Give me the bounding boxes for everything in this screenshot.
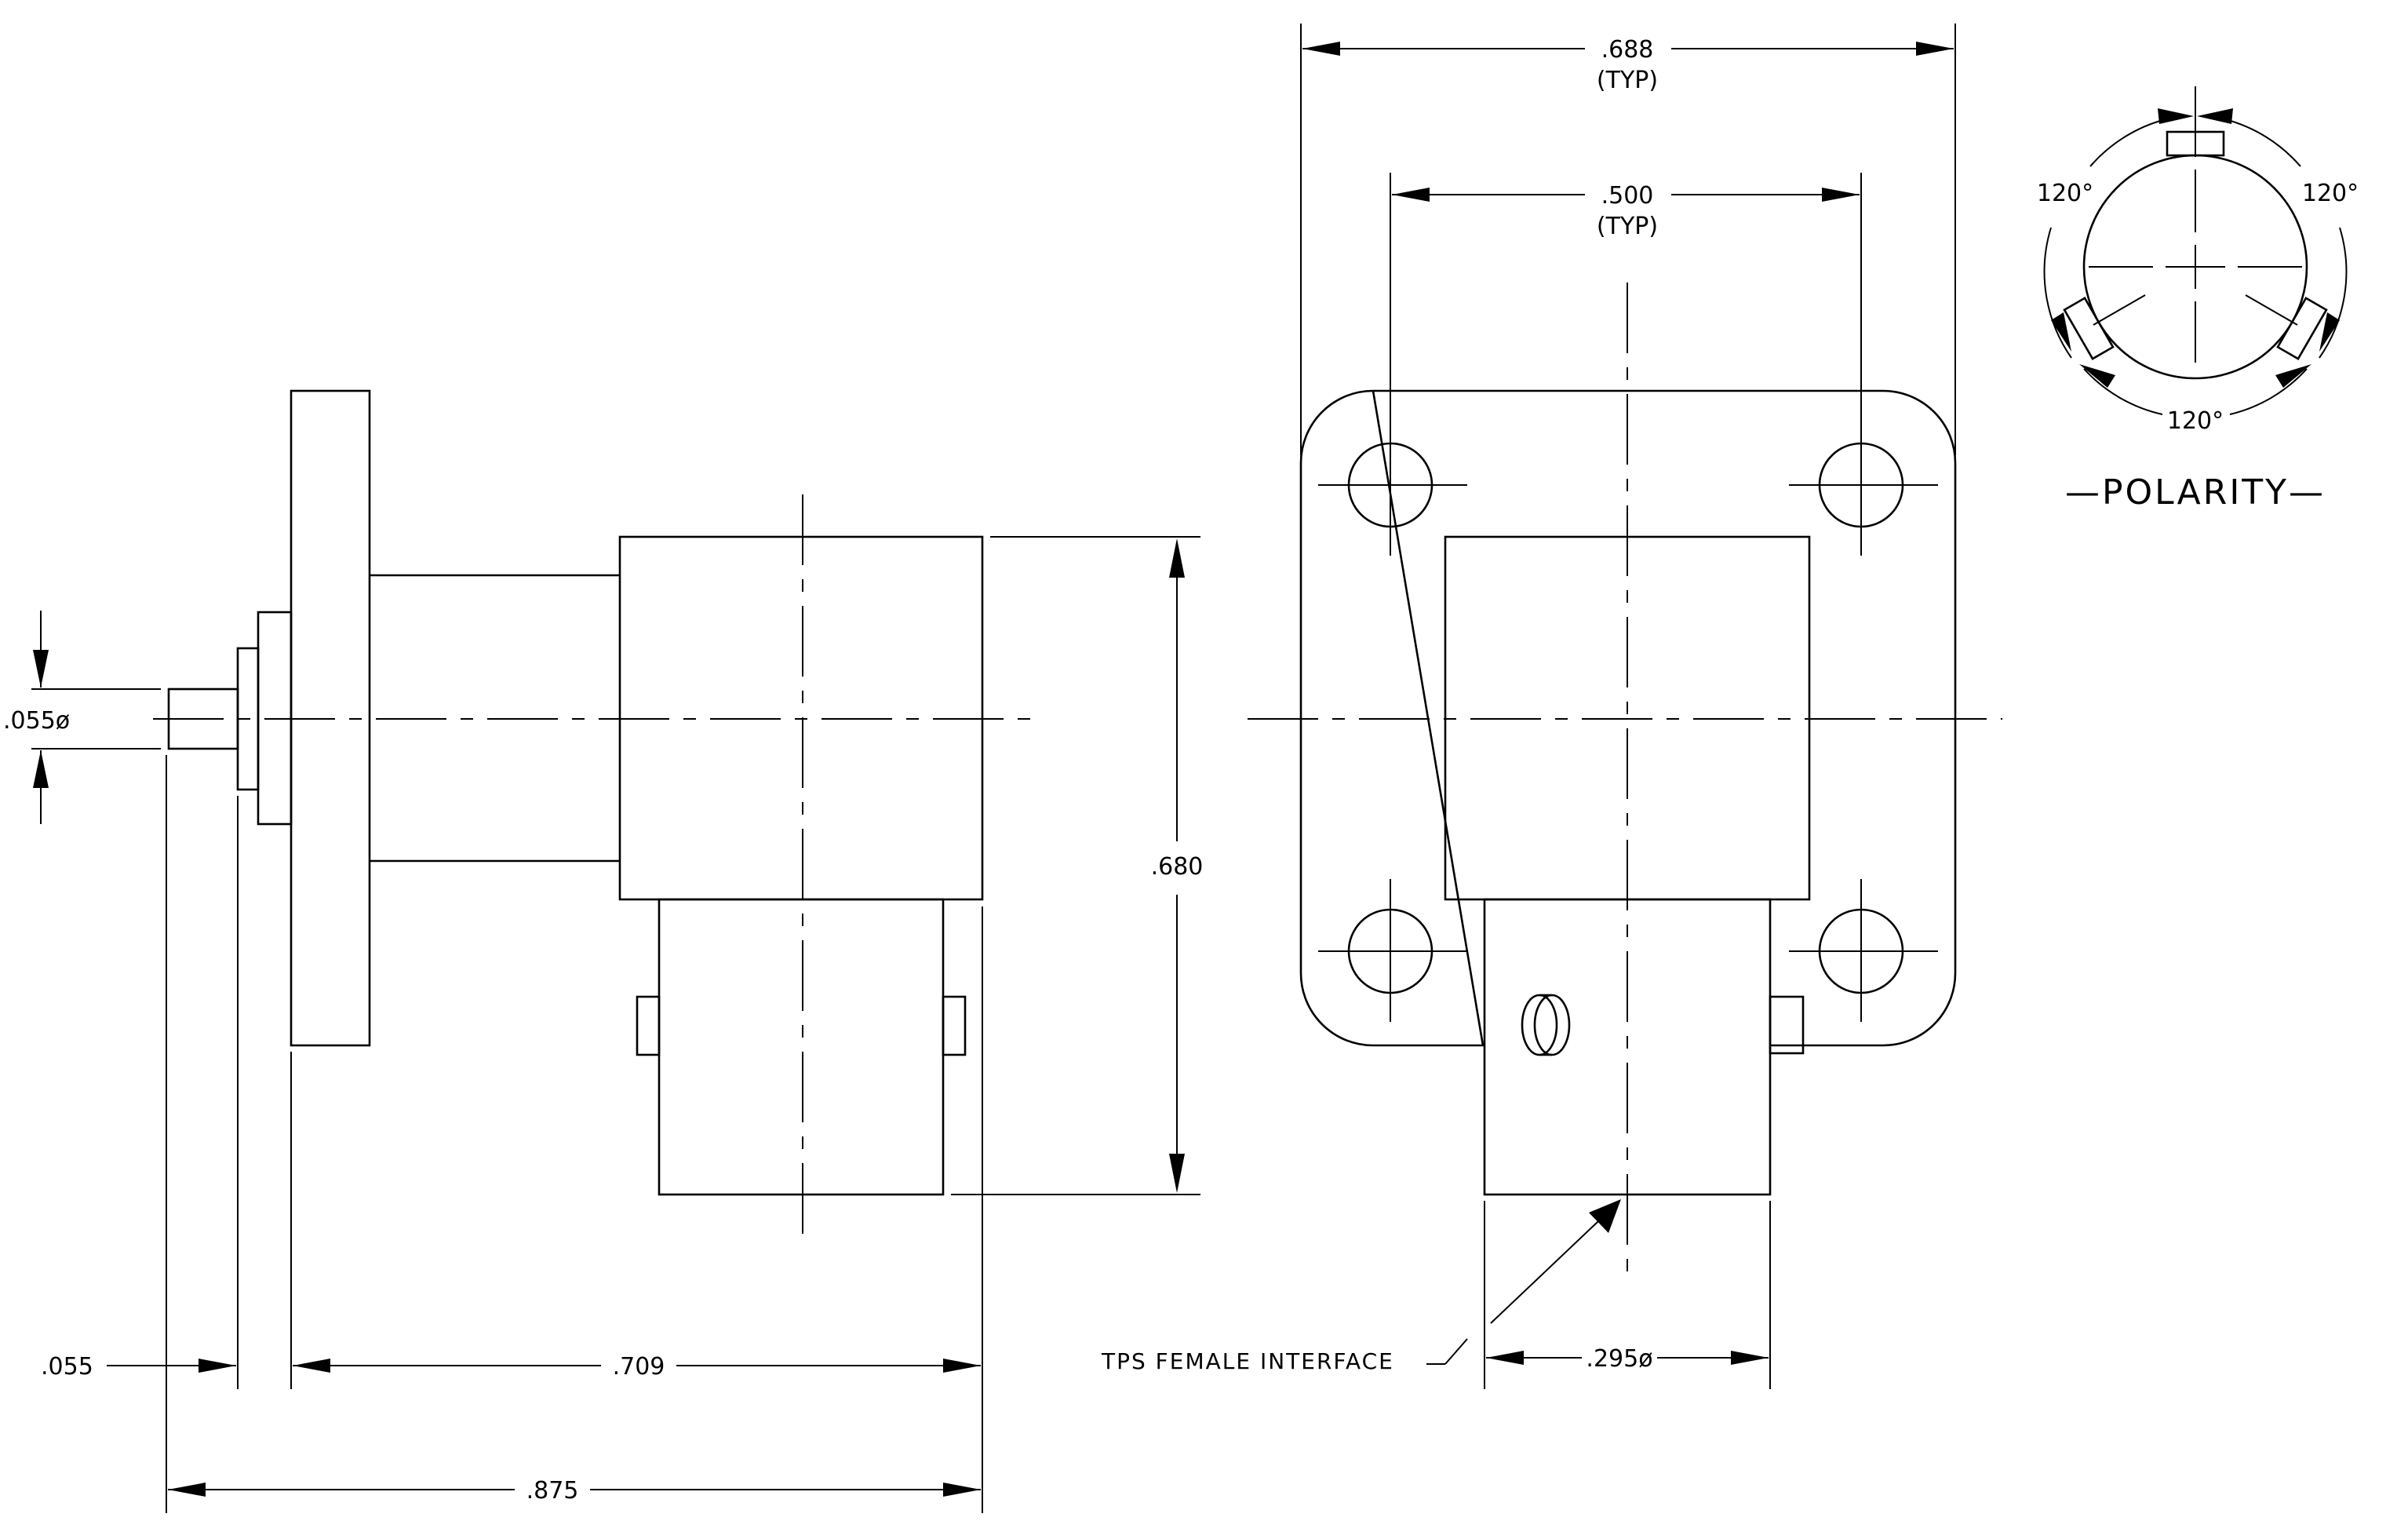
polarity-angle-arc (2229, 368, 2308, 415)
flange-to-face-label: .709 (613, 1353, 665, 1381)
arrowhead (943, 1483, 981, 1497)
polarity-radial-line (2245, 294, 2298, 326)
arrowhead (2197, 108, 2233, 124)
front-bayonet-stud (1769, 995, 1805, 1055)
side-view: .680 .055ø .055 .709 .875 (3, 389, 1204, 1513)
polarity-angle-bottom: 120° (2167, 407, 2224, 435)
arrowhead (33, 650, 49, 688)
hole-spacing-note: (TYP) (1597, 213, 1658, 240)
polarity-angle-arc (2319, 227, 2348, 359)
front-view: .688 (TYP) .500 (TYP) .295ø TPS FEMALE I… (1101, 24, 2002, 1389)
polarity-angle-left: 120° (2037, 180, 2093, 207)
arrowhead (1169, 538, 1185, 578)
polarity-radial-line (2093, 294, 2146, 326)
callout-leader (1490, 1208, 1612, 1324)
arrowhead (2158, 108, 2194, 124)
polarity-angle-arc (2224, 119, 2301, 167)
arrowhead (1169, 1154, 1185, 1193)
arrowhead (1822, 188, 1860, 202)
callout-leader (1444, 1338, 1468, 1365)
arrowhead (1392, 188, 1430, 202)
arrowhead (2319, 312, 2340, 352)
bayonet-stud-left (636, 995, 661, 1056)
polarity-key-top (2166, 130, 2225, 157)
interface-diameter-label: .295ø (1586, 1345, 1652, 1373)
arrowhead (2275, 364, 2311, 388)
height-dimension-label: .680 (1151, 853, 1204, 881)
arrowhead (168, 1483, 206, 1497)
interface-callout-label: TPS FEMALE INTERFACE (1101, 1348, 1394, 1374)
arrowhead (2051, 312, 2071, 352)
arrowhead (1731, 1351, 1769, 1365)
flange-thickness-label: .055 (41, 1353, 93, 1381)
mounting-hole-top-left (1318, 414, 1467, 556)
arrowhead (2079, 364, 2115, 388)
polarity-angle-arc (2089, 119, 2166, 167)
polarity-diagram: 120° 120° 120° —POLARITY— (2037, 86, 2359, 512)
overall-length-label: .875 (526, 1477, 579, 1505)
polarity-key-lower-left (2063, 297, 2115, 360)
mounting-hole-bottom-right (1789, 879, 1938, 1022)
mount-width-label: .688 (1601, 36, 1654, 64)
arrowhead (33, 750, 49, 788)
bayonet-stud-right (942, 995, 967, 1056)
bayonet-pin (1521, 994, 1571, 1056)
coupling-nut (658, 898, 945, 1196)
polarity-angle-arc (2083, 368, 2163, 415)
mounting-hole-bottom-left (1318, 879, 1467, 1022)
polarity-angle-right: 120° (2302, 180, 2359, 207)
arrowhead (1589, 1199, 1621, 1233)
hole-spacing-label: .500 (1601, 182, 1654, 210)
arrowhead (943, 1359, 981, 1373)
polarity-title: —POLARITY— (2065, 472, 2326, 512)
pin-diameter-label: .055ø (3, 707, 70, 735)
mounting-flange (290, 389, 371, 1047)
polarity-key-lower-right (2276, 297, 2328, 360)
mount-width-note: (TYP) (1597, 67, 1658, 94)
mounting-hole-top-right (1789, 414, 1938, 556)
polarity-angle-arc (2043, 227, 2072, 359)
arrowhead (1916, 42, 1954, 56)
arrowhead (293, 1359, 330, 1373)
arrowhead (1486, 1351, 1524, 1365)
square-flange-outline (1299, 389, 1957, 1047)
arrowhead (199, 1359, 236, 1373)
arrowhead (1302, 42, 1340, 56)
